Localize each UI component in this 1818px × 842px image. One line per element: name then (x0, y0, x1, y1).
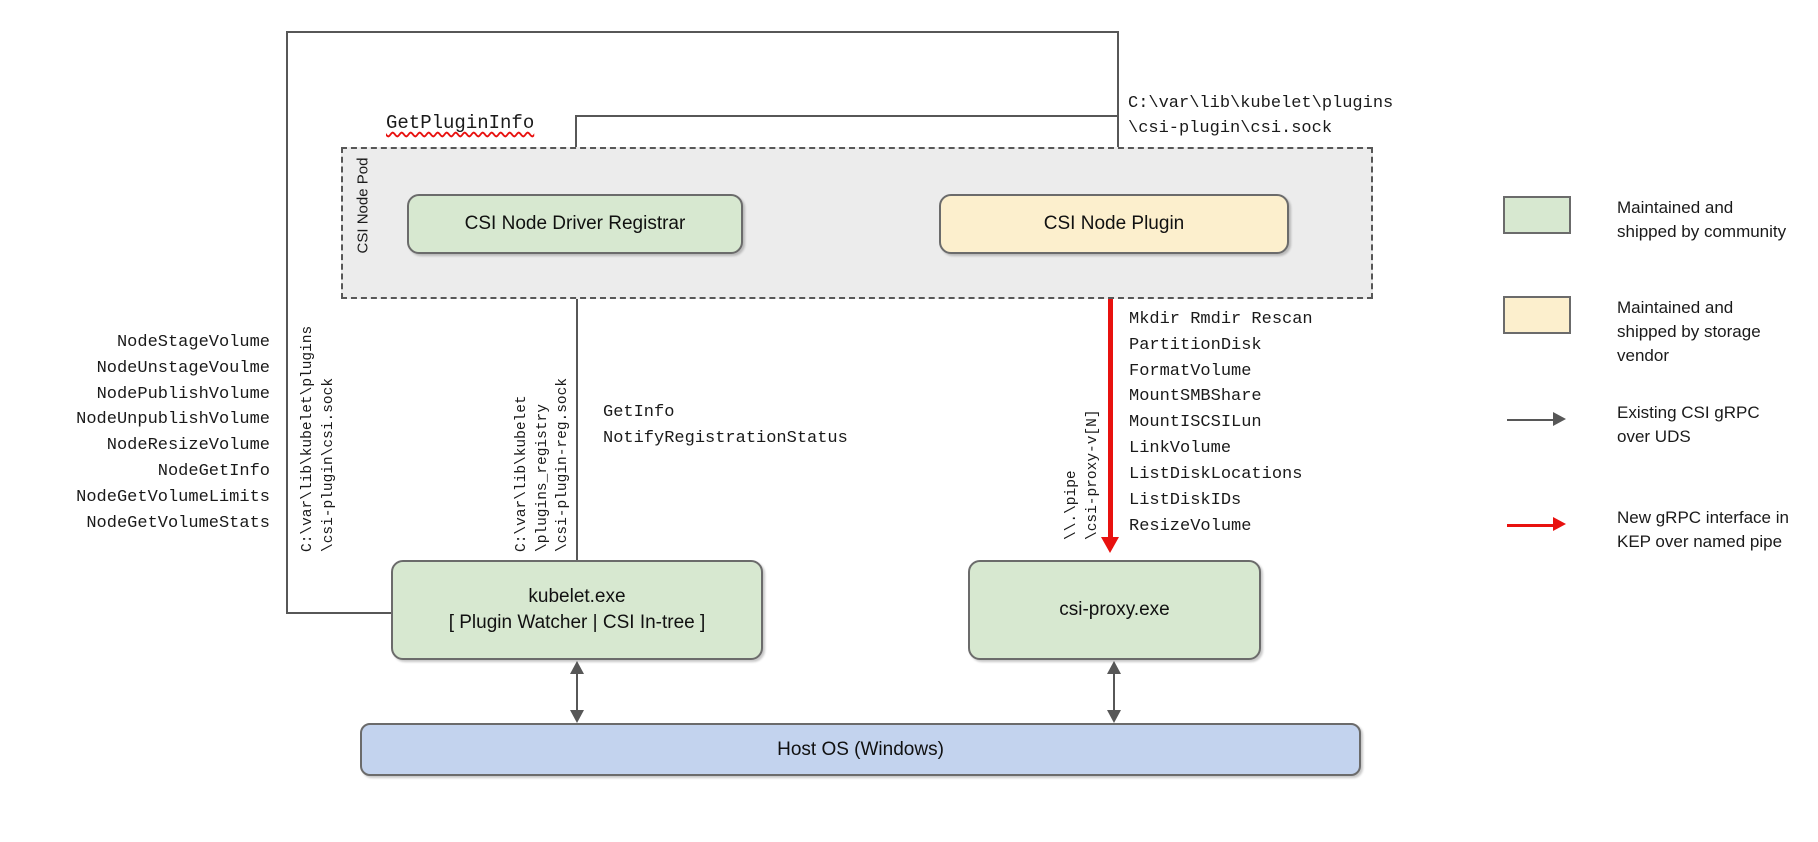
legend-item-vendor: Maintained and shipped by storage vendor (1503, 296, 1797, 368)
csi-node-driver-registrar-box[interactable]: CSI Node Driver Registrar (407, 194, 743, 254)
get-plugin-info-label: GetPluginInfo (386, 112, 534, 134)
kubelet-exe-label: kubelet.exe (528, 586, 626, 608)
arrowhead-csiproxy-up (1107, 661, 1121, 674)
connector-kubelet-to-plugin-bottom (286, 612, 393, 614)
connector-kubelet-to-plugin-top (286, 31, 1119, 33)
get-plugin-info-text: GetPluginInfo (386, 112, 535, 134)
kubelet-exe-box[interactable]: kubelet.exe [ Plugin Watcher | CSI In-tr… (391, 560, 763, 660)
host-os-box[interactable]: Host OS (Windows) (360, 723, 1361, 776)
legend-swatch-community (1503, 196, 1571, 234)
connector-kubelet-to-plugin-left (286, 31, 288, 614)
legend-arrow-line-gray (1507, 419, 1555, 421)
named-pipe-label: \\.\pipe \csi-proxy-v[N] (1064, 409, 1101, 540)
legend-arrow-line-red (1507, 524, 1555, 527)
csi-proxy-exe-label: csi-proxy.exe (1059, 599, 1170, 621)
legend-arrow-head-gray (1553, 412, 1566, 426)
node-rpc-list: NodeStageVolume NodeUnstageVoulme NodePu… (76, 333, 270, 533)
arrowhead-into-csi-proxy (1101, 537, 1119, 553)
legend-arrow-new-grpc (1503, 506, 1571, 544)
kubelet-exe-sublabel: [ Plugin Watcher | CSI In-tree ] (448, 612, 706, 633)
registration-rpc-list: GetInfo NotifyRegistrationStatus (603, 403, 848, 448)
csi-proxy-rpc-list: Mkdir Rmdir Rescan PartitionDisk FormatV… (1129, 310, 1313, 536)
legend-arrow-existing-grpc (1503, 401, 1571, 439)
legend-swatch-vendor (1503, 296, 1571, 334)
connector-kubelet-to-plugin-right (1117, 31, 1119, 181)
legend-item-existing-grpc: Existing CSI gRPC over UDS (1503, 401, 1797, 449)
arrowhead-hostos-down-left (570, 710, 584, 723)
legend-label-vendor: Maintained and shipped by storage vendor (1617, 298, 1761, 366)
registry-sock-path-label: C:\var\lib\kubelet \plugins_registry \cs… (514, 377, 572, 552)
csi-node-plugin-label: CSI Node Plugin (1043, 213, 1185, 235)
csi-proxy-exe-box[interactable]: csi-proxy.exe (968, 560, 1261, 660)
kubelet-csi-sock-path-label: C:\var\lib\kubelet\plugins \csi-plugin\c… (300, 325, 337, 552)
legend-item-community: Maintained and shipped by community (1503, 196, 1797, 244)
connector-getplugininfo-horizontal (575, 115, 1118, 117)
legend-arrow-head-red (1553, 517, 1566, 531)
arrowhead-kubelet-up (570, 661, 584, 674)
legend-item-new-grpc: New gRPC interface in KEP over named pip… (1503, 506, 1797, 554)
legend-label-existing-grpc: Existing CSI gRPC over UDS (1617, 403, 1760, 447)
csi-node-pod-label: CSI Node Pod (354, 157, 372, 254)
host-os-label: Host OS (Windows) (777, 738, 944, 760)
legend-label-new-grpc: New gRPC interface in KEP over named pip… (1617, 508, 1789, 552)
connector-kubelet-to-hostos (576, 672, 578, 712)
connector-registrar-to-kubelet (576, 272, 578, 560)
arrowhead-hostos-down-right (1107, 710, 1121, 723)
connector-plugin-to-csiproxy-red (1108, 256, 1113, 548)
legend-label-community: Maintained and shipped by community (1617, 198, 1787, 242)
csi-node-driver-registrar-label: CSI Node Driver Registrar (464, 213, 686, 235)
csi-node-plugin-box[interactable]: CSI Node Plugin (939, 194, 1289, 254)
plugin-socket-path-label: C:\var\lib\kubelet\plugins \csi-plugin\c… (1128, 94, 1394, 138)
connector-csiproxy-to-hostos (1113, 672, 1115, 712)
